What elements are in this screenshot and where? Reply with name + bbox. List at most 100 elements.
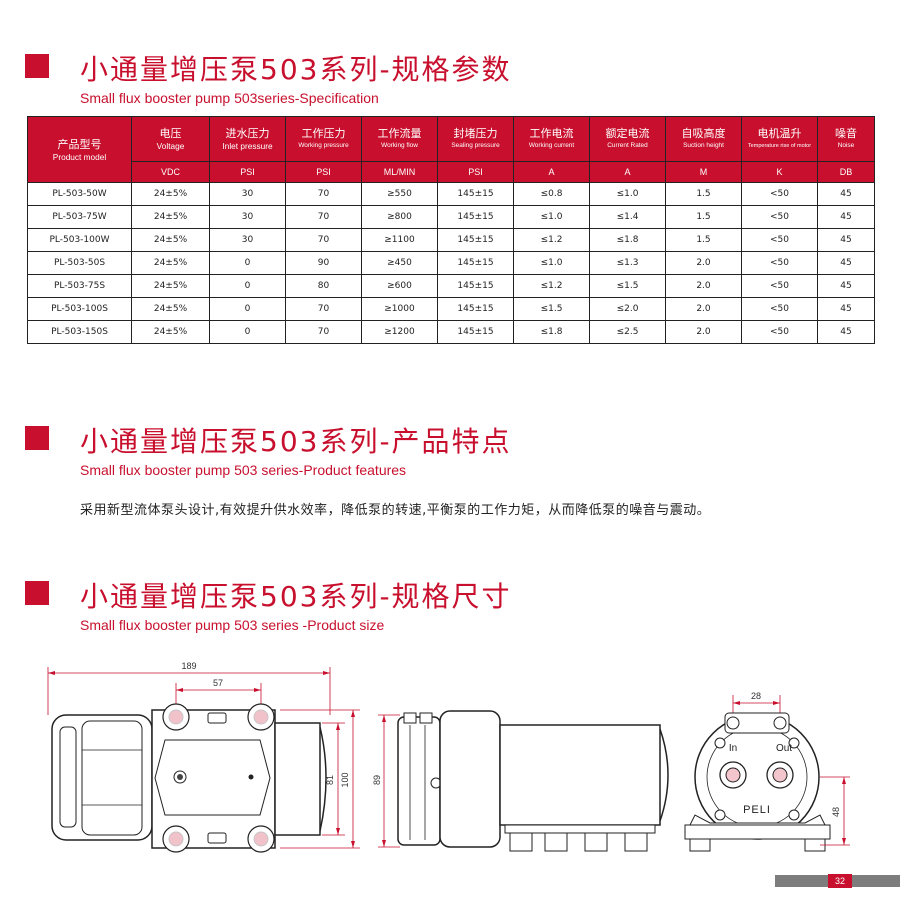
table-cell: 45: [817, 297, 875, 321]
table-cell: 24±5%: [131, 320, 210, 344]
table-cell: ≤1.0: [513, 251, 590, 275]
table-cell: ≥1000: [361, 297, 438, 321]
table-cell: PL-503-75W: [27, 205, 132, 229]
side-view-drawing: 89: [372, 710, 669, 852]
unit-cell: K: [741, 161, 818, 183]
table-cell: 1.5: [665, 205, 742, 229]
dim-label-57: 57: [213, 678, 223, 688]
table-cell: ≤0.8: [513, 182, 590, 206]
unit-cell: VDC: [131, 161, 210, 183]
table-cell: 70: [285, 297, 362, 321]
pump-dimension-drawing: 189 57: [47, 661, 850, 853]
table-cell: PL-503-150S: [27, 320, 132, 344]
table-cell: PL-503-100W: [27, 228, 132, 252]
unit-cell: DB: [817, 161, 875, 183]
red-square-marker: [25, 426, 49, 450]
table-cell: 30: [209, 228, 286, 252]
table-cell: 70: [285, 320, 362, 344]
table-cell: 70: [285, 182, 362, 206]
table-cell: PL-503-50W: [27, 182, 132, 206]
table-cell: ≥800: [361, 205, 438, 229]
table-cell: ≤1.2: [513, 274, 590, 298]
section-subtitle: Small flux booster pump 503series-Specif…: [80, 90, 379, 106]
table-cell: ≤2.0: [589, 297, 666, 321]
table-cell: 0: [209, 297, 286, 321]
table-cell: <50: [741, 182, 818, 206]
table-cell: <50: [741, 251, 818, 275]
section-subtitle: Small flux booster pump 503 series-Produ…: [80, 462, 407, 478]
unit-cell: M: [665, 161, 742, 183]
table-cell: 24±5%: [131, 205, 210, 229]
table-cell: 145±15: [437, 274, 514, 298]
dim-label-100: 100: [340, 772, 350, 787]
table-cell: 145±15: [437, 182, 514, 206]
table-cell: 90: [285, 251, 362, 275]
table-cell: 2.0: [665, 274, 742, 298]
table-cell: ≤1.0: [513, 205, 590, 229]
table-cell: ≥1200: [361, 320, 438, 344]
front-view-drawing: 28 In Out PELI 48: [684, 691, 850, 852]
table-cell: 45: [817, 251, 875, 275]
table-cell: ≤1.2: [513, 228, 590, 252]
table-cell: PL-503-75S: [27, 274, 132, 298]
table-cell: 0: [209, 251, 286, 275]
unit-cell: PSI: [437, 161, 514, 183]
table-cell: ≥1100: [361, 228, 438, 252]
table-cell: 24±5%: [131, 228, 210, 252]
table-cell: ≤1.0: [589, 182, 666, 206]
table-cell: ≥600: [361, 274, 438, 298]
brand-logo: PELI: [743, 804, 771, 816]
table-cell: ≤1.4: [589, 205, 666, 229]
port-label-out: Out: [776, 743, 792, 754]
section-subtitle: Small flux booster pump 503 series -Prod…: [80, 617, 385, 633]
table-cell: <50: [741, 297, 818, 321]
table-cell: 24±5%: [131, 297, 210, 321]
section-spec-header: 小通量增压泵503系列-规格参数 Small flux booster pump…: [0, 48, 900, 108]
table-cell: 70: [285, 228, 362, 252]
red-square-marker: [25, 54, 49, 78]
table-cell: PL-503-50S: [27, 251, 132, 275]
table-cell: 2.0: [665, 251, 742, 275]
page-number: 32: [828, 874, 852, 888]
table-cell: 24±5%: [131, 274, 210, 298]
table-cell: ≤1.5: [513, 297, 590, 321]
table-cell: ≤2.5: [589, 320, 666, 344]
table-cell: 70: [285, 205, 362, 229]
table-cell: 45: [817, 182, 875, 206]
table-cell: 2.0: [665, 297, 742, 321]
table-cell: PL-503-100S: [27, 297, 132, 321]
section-title: 小通量增压泵503系列-规格尺寸: [80, 580, 512, 613]
table-cell: 0: [209, 274, 286, 298]
table-cell: ≤1.5: [589, 274, 666, 298]
table-cell: ≤1.3: [589, 251, 666, 275]
section-features-header: 小通量增压泵503系列-产品特点 Small flux booster pump…: [0, 420, 900, 480]
table-cell: 145±15: [437, 228, 514, 252]
dim-label-48: 48: [831, 807, 841, 817]
dim-label-28: 28: [751, 691, 761, 701]
red-square-marker: [25, 581, 49, 605]
table-cell: 45: [817, 205, 875, 229]
table-cell: 2.0: [665, 320, 742, 344]
features-text: 采用新型流体泵头设计,有效提升供水效率，降低泵的转速,平衡泵的工作力矩，从而降低…: [80, 503, 711, 518]
section-title: 小通量增压泵503系列-产品特点: [80, 425, 512, 458]
table-cell: ≥550: [361, 182, 438, 206]
unit-cell: PSI: [285, 161, 362, 183]
table-cell: ≤1.8: [589, 228, 666, 252]
table-cell: ≤1.8: [513, 320, 590, 344]
table-cell: 145±15: [437, 320, 514, 344]
table-cell: <50: [741, 320, 818, 344]
unit-cell: A: [589, 161, 666, 183]
table-cell: <50: [741, 205, 818, 229]
